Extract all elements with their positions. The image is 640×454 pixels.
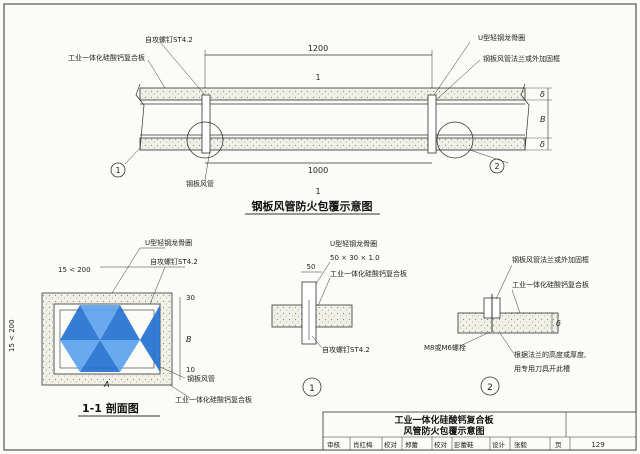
cut-mark-1: 1 (315, 73, 320, 82)
main-elevation: 1200 1000 δ B δ (68, 33, 560, 215)
tb-cell-5: 彭蕾鞋 (454, 440, 474, 449)
svg-text:2: 2 (487, 383, 493, 393)
detail2-label-note2: 用专用刀具开此槽 (514, 364, 570, 373)
detail2-dim-delta: δ (556, 319, 561, 328)
label-panel: 工业一体化硅酸钙复合板 (68, 53, 145, 62)
dim-1000: 1000 (308, 166, 328, 175)
detail1-callout (302, 377, 322, 397)
tb-cell-1: 肖红梅 (353, 440, 373, 449)
section-label-screw: 自攻螺钉ST4.2 (150, 257, 198, 266)
detail2-label-panel: 工业一体化硅酸钙复合板 (512, 280, 589, 289)
detail-2: δ 钢板风管法兰或外加固框 工业一体化硅酸钙复合板 M8或M6螺栓 根据法兰的高… (424, 255, 589, 396)
section-view: 15 < 200 15 < 200 U型轻钢龙骨圈 自攻螺钉ST4.2 30 B… (8, 238, 252, 417)
blue-triangle-watermark (60, 305, 160, 372)
detail1-label-uclip: U型轻钢龙骨圈 (330, 239, 377, 248)
title-block-cells: 审核 肖红梅 校对 郑蕾 校对 彭蕾鞋 设计 张毅 页 129 (327, 437, 605, 450)
tb-cell-8: 页 (555, 441, 562, 449)
frame-border (3, 3, 637, 451)
u-clip-left (201, 94, 211, 154)
detail-circle-2 (436, 121, 474, 159)
section-dim-30: 30 (186, 294, 195, 302)
label-duct: 钢板风管 (186, 179, 214, 188)
section-title: 1-1 剖面图 (82, 401, 139, 415)
detail2-label-bolt: M8或M6螺栓 (424, 343, 466, 352)
svg-text:2: 2 (494, 162, 499, 171)
title-block: 工业一体化硅酸钙复合板 风管防火包覆示意图 审核 肖红梅 校对 郑蕾 校对 彭蕾… (322, 411, 637, 451)
title-block-line2: 风管防火包覆示意图 (403, 425, 484, 437)
svg-text:1: 1 (309, 384, 315, 394)
detail2-panel (457, 312, 559, 334)
svg-text:1: 1 (115, 166, 120, 175)
detail-1: 50 U型轻钢龙骨圈 50 × 30 × 1.0 工业一体化硅酸钙复合板 自攻螺… (271, 239, 407, 397)
tb-cell-0: 审核 (327, 440, 341, 449)
tb-cell-6: 设计 (492, 440, 506, 449)
detail2-label-note1: 根据法兰的高度或厚度, (514, 350, 586, 359)
cut-mark-1b: 1 (315, 187, 320, 196)
section-dim-left: 15 < 200 (8, 319, 16, 352)
dim-B: B (540, 115, 546, 124)
lower-panel (139, 137, 526, 151)
tb-cell-7: 张毅 (514, 440, 528, 449)
dim-1200: 1200 (308, 44, 328, 53)
label-flange: 钢板风管法兰或外加固框 (483, 54, 560, 63)
section-label-panel: 工业一体化硅酸钙复合板 (175, 395, 252, 404)
detail1-dim-50: 50 (307, 263, 316, 271)
title-block-line1: 工业一体化硅酸钙复合板 (394, 414, 494, 426)
callout-1 (110, 162, 126, 178)
tb-cell-4: 校对 (434, 440, 448, 449)
main-view-title: 钢板风管防火包覆示意图 (252, 199, 373, 213)
section-label-duct: 钢板风管 (187, 374, 215, 383)
dim-delta-bottom: δ (540, 140, 545, 149)
dim-delta-top: δ (540, 90, 545, 99)
detail1-label-panel: 工业一体化硅酸钙复合板 (330, 269, 407, 278)
detail1-label-screw: 自攻螺钉ST4.2 (322, 345, 370, 354)
detail2-callout (480, 376, 500, 396)
u-clip-right (427, 94, 437, 154)
label-uclip: U型轻钢龙骨圈 (478, 33, 525, 42)
section-label-uclip: U型轻钢龙骨圈 (145, 238, 192, 247)
tb-cell-2: 校对 (384, 440, 398, 449)
detail1-label-section: 50 × 30 × 1.0 (330, 254, 380, 262)
section-dim-10: 10 (186, 366, 195, 374)
section-dim-A: A (103, 380, 109, 389)
section-dim-B: B (186, 335, 192, 344)
detail-circle-1 (186, 121, 224, 159)
label-screw: 自攻螺钉ST4.2 (145, 35, 193, 44)
tb-page-number: 129 (591, 441, 604, 449)
detail2-label-flange: 钢板风管法兰或外加固框 (512, 255, 589, 264)
callout-2 (489, 158, 505, 174)
section-dim-top: 15 < 200 (58, 266, 91, 274)
upper-panel (139, 87, 526, 101)
tb-cell-3: 郑蕾 (405, 440, 419, 449)
